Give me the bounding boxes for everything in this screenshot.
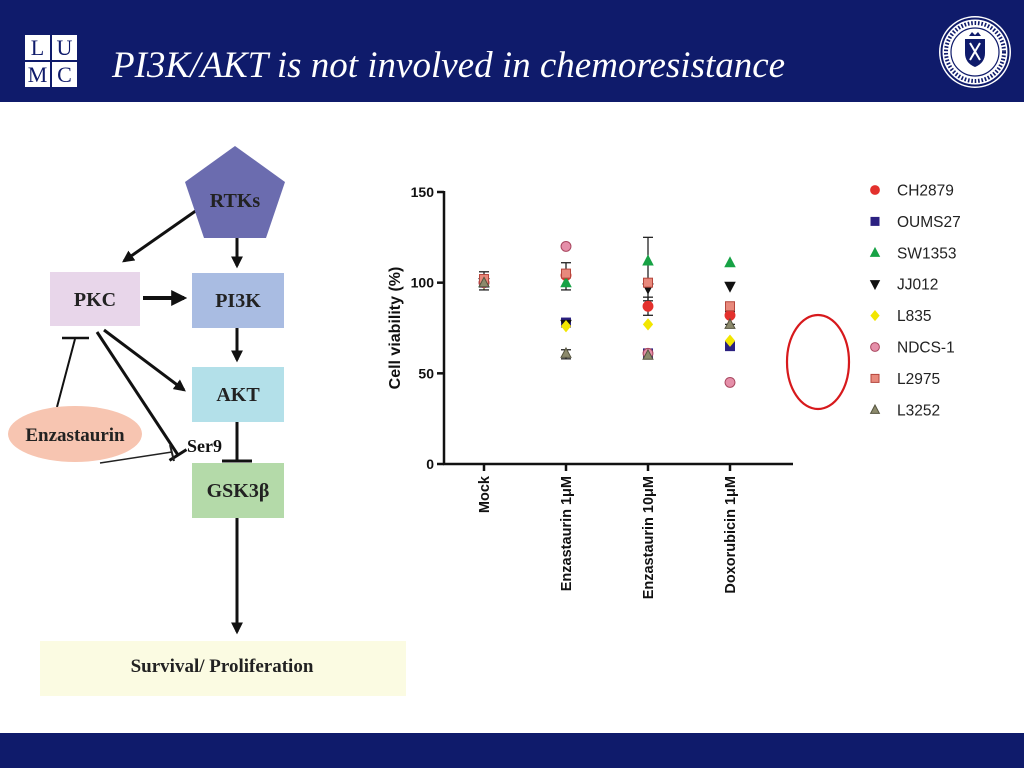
data-point-sw1353	[560, 276, 572, 288]
inhibition-enzastaurin-to-pkc	[56, 336, 89, 408]
pkc-node	[50, 272, 140, 326]
x-category-label: Doxorubicin 1μM	[723, 476, 739, 594]
inhibition-akt-to-gsk3b	[222, 422, 252, 463]
arrow-rtks-to-pkc	[122, 208, 198, 263]
survival-node	[40, 641, 406, 696]
logo-letter: C	[52, 62, 77, 87]
data-point-ch2879	[642, 300, 654, 312]
legend-item-oums27: OUMS27	[870, 214, 961, 231]
chart-points	[478, 240, 736, 388]
legend-label: OUMS27	[897, 214, 961, 231]
akt-label: AKT	[216, 384, 260, 406]
ser9-label: Ser9	[187, 436, 222, 456]
x-category-label: Enzastaurin 10μM	[641, 476, 657, 599]
data-point-l3252	[642, 348, 654, 360]
legend-item-l2975: L2975	[870, 371, 940, 388]
y-axis-label: Cell viability (%)	[387, 267, 404, 390]
legend-marker	[870, 185, 880, 195]
legend-item-jj012: JJ012	[869, 277, 938, 294]
legend-item-ch2879: CH2879	[870, 183, 954, 200]
data-point-sw1353	[724, 256, 736, 268]
gsk3b-node	[192, 463, 284, 518]
lumc-logo: L U M C	[25, 35, 77, 87]
arrow-pkc-to-akt	[103, 328, 186, 392]
y-tick-label: 0	[426, 456, 434, 472]
rtks-node	[185, 146, 285, 238]
pi3k-label: PI3K	[215, 290, 261, 312]
akt-node	[192, 367, 284, 422]
enzastaurin-node	[8, 406, 142, 462]
data-point-l3252	[724, 317, 736, 329]
y-tick-label: 50	[418, 365, 434, 381]
slide-title: PI3K/AKT is not involved in chemoresista…	[112, 45, 786, 86]
data-point-l3252	[560, 346, 572, 358]
x-category-label: Enzastaurin 1μM	[559, 476, 575, 591]
y-tick-label: 150	[411, 184, 435, 200]
legend-label: L3252	[897, 402, 940, 419]
rtks-label: RTKs	[210, 190, 261, 212]
legend-item-l835: L835	[870, 308, 931, 325]
data-point-l2975	[643, 277, 653, 288]
university-seal-icon	[939, 16, 1011, 88]
data-point-l2975	[561, 268, 571, 279]
legend-label: NDCS-1	[897, 340, 955, 357]
legend-marker	[869, 403, 881, 414]
data-point-ndcs-1	[724, 376, 736, 388]
legend-label: JJ012	[897, 277, 938, 294]
legend-marker	[869, 280, 881, 291]
data-point-jj012	[724, 281, 736, 293]
legend-label: SW1353	[897, 245, 956, 262]
pkc-label: PKC	[74, 289, 116, 311]
legend-item-sw1353: SW1353	[869, 245, 956, 262]
legend-marker	[869, 246, 881, 257]
data-point-ndcs-1	[560, 240, 572, 252]
signaling-diagram: RTKs PKC PI3K AKT GSK3β Enzastaurin Ser9…	[8, 146, 406, 696]
legend-label: L835	[897, 308, 931, 325]
data-point-l3252	[478, 276, 490, 288]
x-category-label: Mock	[477, 475, 493, 513]
slide-footer	[0, 733, 1024, 768]
legend-label: L2975	[897, 371, 940, 388]
legend-label: CH2879	[897, 183, 954, 200]
enzastaurin-label: Enzastaurin	[25, 425, 125, 446]
legend-marker	[870, 216, 880, 226]
data-point-sw1353	[642, 254, 654, 266]
chart-error-bars	[479, 236, 735, 360]
logo-letter: M	[25, 62, 50, 87]
data-point-l835	[642, 318, 654, 331]
data-point-l835	[724, 334, 736, 347]
inhibition-pkc-to-gsk3b	[95, 331, 188, 462]
logo-letter: L	[25, 35, 50, 60]
highlight-ellipse	[785, 313, 851, 411]
logo-letter: U	[52, 35, 77, 60]
data-point-l2975	[725, 301, 735, 312]
legend-item-l3252: L3252	[869, 402, 940, 419]
gsk3b-label: GSK3β	[207, 480, 270, 502]
legend-marker	[870, 310, 880, 322]
inhibition-enzastaurin-to-gsk3b	[99, 444, 175, 464]
chart-legend: CH2879OUMS27SW1353JJ012L835NDCS-1L2975L3…	[869, 183, 961, 419]
pi3k-node	[192, 273, 284, 328]
y-tick-label: 100	[411, 275, 435, 291]
survival-label: Survival/ Proliferation	[131, 656, 314, 677]
legend-item-ndcs-1: NDCS-1	[870, 340, 955, 357]
legend-marker	[870, 342, 880, 352]
data-point-l835	[560, 320, 572, 333]
slide-header: L U M C PI3K/AKT is not involved in chem…	[0, 0, 1024, 102]
legend-marker	[870, 373, 880, 383]
